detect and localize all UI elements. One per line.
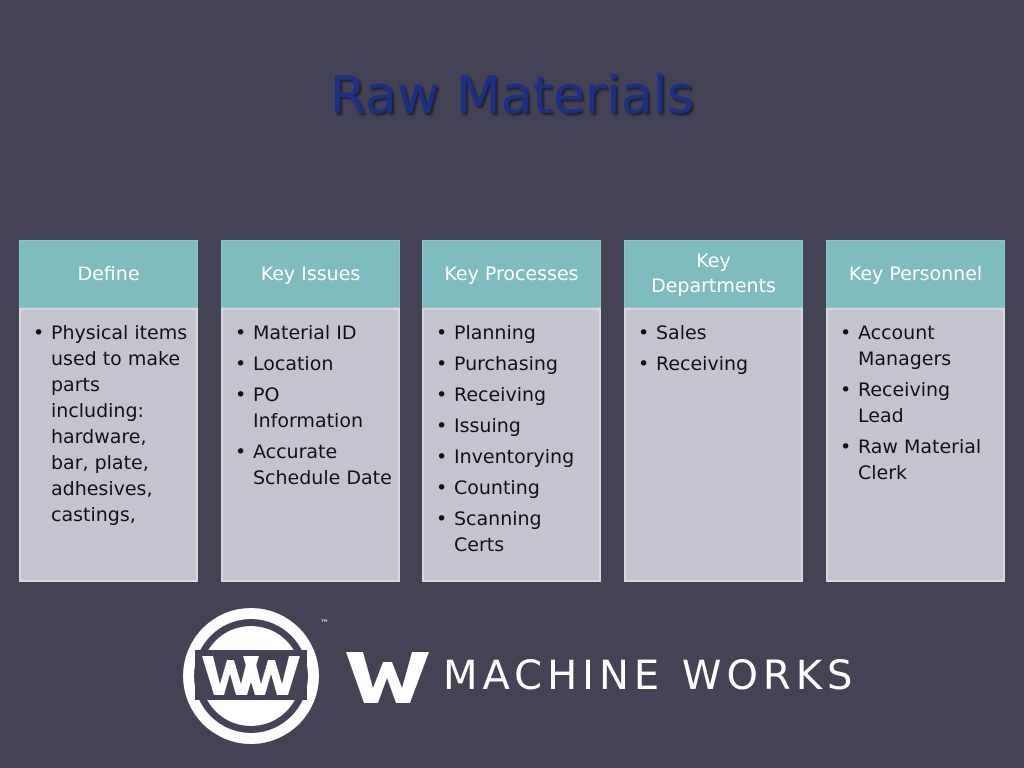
column-header-label: Key Issues <box>260 262 361 285</box>
column-header-label: Key Processes <box>444 262 579 285</box>
column-header: Define <box>19 240 198 308</box>
column-body: Sales Receiving <box>624 308 803 582</box>
column-key-personnel: Key Personnel Account Managers Receiving… <box>826 240 1005 582</box>
column-body: Account Managers Receiving Lead Raw Mate… <box>826 308 1005 582</box>
column-header-label: Define <box>77 262 140 285</box>
w-letter-icon <box>346 652 429 703</box>
list-item: Receiving Lead <box>838 377 997 429</box>
column-body: Planning Purchasing Receiving Issuing In… <box>422 308 601 582</box>
column-key-issues: Key Issues Material ID Location PO Infor… <box>221 240 400 582</box>
column-header-label: Key Personnel <box>848 262 983 285</box>
list-item: Scanning Certs <box>434 506 593 558</box>
list-item: Counting <box>434 475 593 501</box>
trademark-symbol: ™ <box>320 619 329 629</box>
slide-title: Raw Materials <box>329 66 695 126</box>
bullet-list: Physical items used to make parts includ… <box>31 320 190 528</box>
column-header: Key Issues <box>221 240 400 308</box>
list-item: Issuing <box>434 413 593 439</box>
list-item: Location <box>233 351 392 377</box>
column-body: Material ID Location PO Information Accu… <box>221 308 400 582</box>
column-body: Physical items used to make parts includ… <box>19 308 198 582</box>
process-columns: Define Physical items used to make parts… <box>19 240 1005 582</box>
list-item: Accurate Schedule Date <box>233 439 392 491</box>
list-item: Planning <box>434 320 593 346</box>
ww-emblem-icon <box>183 608 319 744</box>
list-item: PO Information <box>233 382 392 434</box>
column-header: Key Departments <box>624 240 803 308</box>
bullet-list: Material ID Location PO Information Accu… <box>233 320 392 491</box>
column-header: Key Personnel <box>826 240 1005 308</box>
list-item: Sales <box>636 320 795 346</box>
list-item: Purchasing <box>434 351 593 377</box>
list-item: Physical items used to make parts includ… <box>31 320 190 528</box>
bullet-list: Account Managers Receiving Lead Raw Mate… <box>838 320 997 486</box>
list-item: Inventorying <box>434 444 593 470</box>
column-header-label: Key Departments <box>651 250 776 297</box>
column-header: Key Processes <box>422 240 601 308</box>
column-define: Define Physical items used to make parts… <box>19 240 198 582</box>
list-item: Material ID <box>233 320 392 346</box>
list-item: Raw Material Clerk <box>838 434 997 486</box>
list-item: Account Managers <box>838 320 997 372</box>
column-key-departments: Key Departments Sales Receiving <box>624 240 803 582</box>
company-name: MACHINE WORKS <box>443 653 858 699</box>
list-item: Receiving <box>434 382 593 408</box>
bullet-list: Planning Purchasing Receiving Issuing In… <box>434 320 593 558</box>
column-key-processes: Key Processes Planning Purchasing Receiv… <box>422 240 601 582</box>
company-logo: ™ <box>183 608 429 744</box>
list-item: Receiving <box>636 351 795 377</box>
bullet-list: Sales Receiving <box>636 320 795 377</box>
